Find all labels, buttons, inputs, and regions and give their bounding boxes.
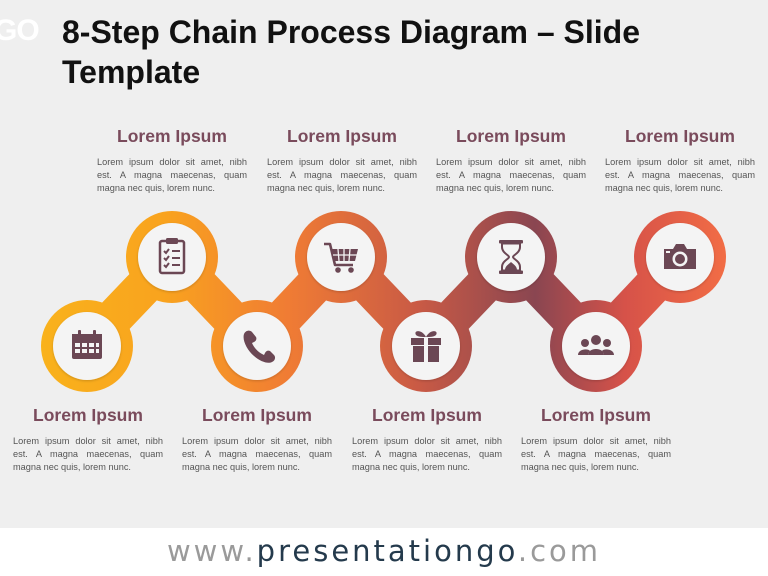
step-2-block: Lorem Ipsum Lorem ipsum dolor sit amet, …: [97, 126, 247, 195]
step-8-text: Lorem ipsum dolor sit amet, nibh est. A …: [605, 157, 755, 193]
phone-icon: [243, 330, 276, 363]
step-1-text: Lorem ipsum dolor sit amet, nibh est. A …: [13, 436, 163, 472]
step-5-block: Lorem Ipsum Lorem ipsum dolor sit amet, …: [352, 405, 502, 474]
step-4-block: Lorem Ipsum Lorem ipsum dolor sit amet, …: [267, 126, 417, 195]
step-2-heading: Lorem Ipsum: [117, 126, 227, 146]
clipboard-checklist-icon: [158, 238, 186, 275]
step-6-block: Lorem Ipsum Lorem ipsum dolor sit amet, …: [436, 126, 586, 195]
calendar-icon: [72, 330, 102, 359]
step-5-heading: Lorem Ipsum: [372, 405, 482, 425]
step-3-text: Lorem ipsum dolor sit amet, nibh est. A …: [182, 436, 332, 472]
step-5-text: Lorem ipsum dolor sit amet, nibh est. A …: [352, 436, 502, 472]
url-suffix: .com: [517, 534, 602, 568]
gift-icon: [411, 331, 441, 362]
brand-logo: GO: [0, 14, 40, 47]
shopping-cart-icon: [324, 242, 358, 273]
step-4-text: Lorem ipsum dolor sit amet, nibh est. A …: [267, 157, 417, 193]
step-6-heading: Lorem Ipsum: [456, 126, 566, 146]
chain-diagram: [41, 211, 726, 392]
step-1-heading: Lorem Ipsum: [33, 405, 143, 425]
step-7-heading: Lorem Ipsum: [541, 405, 651, 425]
hourglass-icon: [499, 240, 523, 274]
node-disc-6: [477, 223, 545, 291]
url-brand: presentationgo: [256, 534, 518, 568]
step-2-text: Lorem ipsum dolor sit amet, nibh est. A …: [97, 157, 247, 193]
camera-icon: [664, 244, 696, 269]
node-disc-3: [223, 312, 291, 380]
website-link[interactable]: www.presentationgo.com: [167, 534, 601, 568]
step-1-block: Lorem Ipsum Lorem ipsum dolor sit amet, …: [13, 405, 163, 474]
step-7-text: Lorem ipsum dolor sit amet, nibh est. A …: [521, 436, 671, 472]
step-8-block: Lorem Ipsum Lorem ipsum dolor sit amet, …: [605, 126, 755, 195]
url-prefix: www.: [166, 534, 257, 568]
step-7-block: Lorem Ipsum Lorem ipsum dolor sit amet, …: [521, 405, 671, 474]
step-6-text: Lorem ipsum dolor sit amet, nibh est. A …: [436, 157, 586, 193]
people-group-icon: [578, 335, 614, 355]
footer-bar: www.presentationgo.com: [0, 528, 768, 576]
slide-title: 8-Step Chain Process Diagram – Slide Tem…: [62, 14, 640, 90]
node-disc-7: [562, 312, 630, 380]
step-3-heading: Lorem Ipsum: [202, 405, 312, 425]
slide: GO 8-Step Chain Process Diagram – Slide …: [0, 14, 755, 474]
step-8-heading: Lorem Ipsum: [625, 126, 735, 146]
step-4-heading: Lorem Ipsum: [287, 126, 397, 146]
step-3-block: Lorem Ipsum Lorem ipsum dolor sit amet, …: [182, 405, 332, 474]
